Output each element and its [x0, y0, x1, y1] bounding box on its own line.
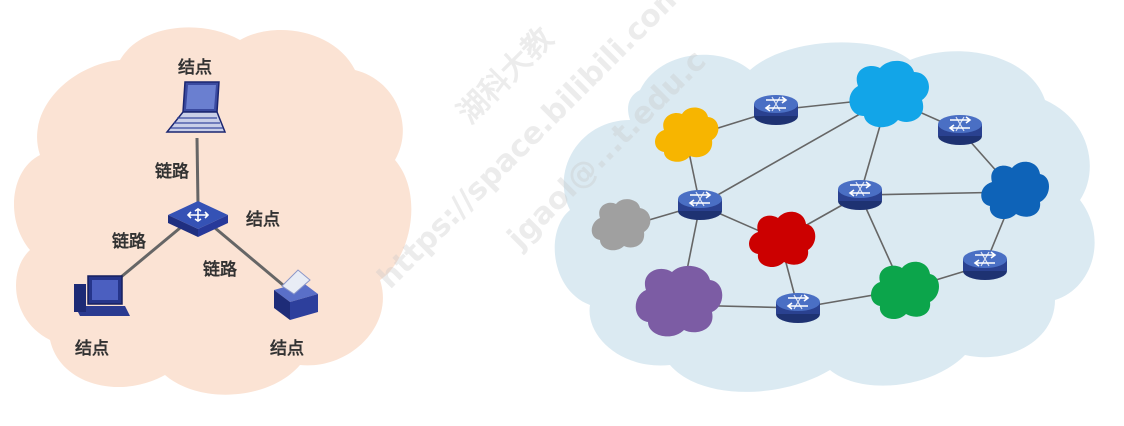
cloud-navy [981, 161, 1049, 220]
left-labels: 结点 链路 结点 链路 链路 结点 结点 [75, 57, 304, 359]
router-icon [937, 114, 983, 146]
label-link-top: 链路 [155, 161, 190, 182]
link-switch-printer [214, 226, 284, 287]
router-icon [677, 189, 723, 221]
router-icon [962, 249, 1008, 281]
router-icon [775, 292, 821, 324]
left-links [114, 137, 284, 287]
laptop-icon [165, 81, 227, 133]
router-icon [753, 94, 799, 126]
label-node-bottom-left: 结点 [75, 338, 109, 359]
network-clouds [591, 60, 1049, 337]
label-node-top: 结点 [178, 57, 212, 78]
label-link-right: 链路 [203, 259, 238, 280]
printer-icon [274, 269, 318, 320]
router-icon [837, 179, 883, 211]
cloud-purple [635, 265, 723, 337]
link-r3-sky [699, 97, 889, 206]
desktop-computer-icon [74, 275, 130, 316]
switch-icon [168, 201, 228, 237]
cloud-gray [591, 199, 651, 251]
link-laptop-switch [195, 137, 200, 206]
label-node-bottom-right: 结点 [270, 338, 304, 359]
cloud-yellow [655, 107, 719, 162]
link-switch-desktop [114, 226, 181, 284]
label-link-left: 链路 [112, 231, 147, 252]
cloud-red [749, 211, 816, 268]
cloud-green [871, 261, 939, 320]
cloud-sky [849, 60, 929, 128]
label-node-center: 结点 [246, 209, 280, 230]
